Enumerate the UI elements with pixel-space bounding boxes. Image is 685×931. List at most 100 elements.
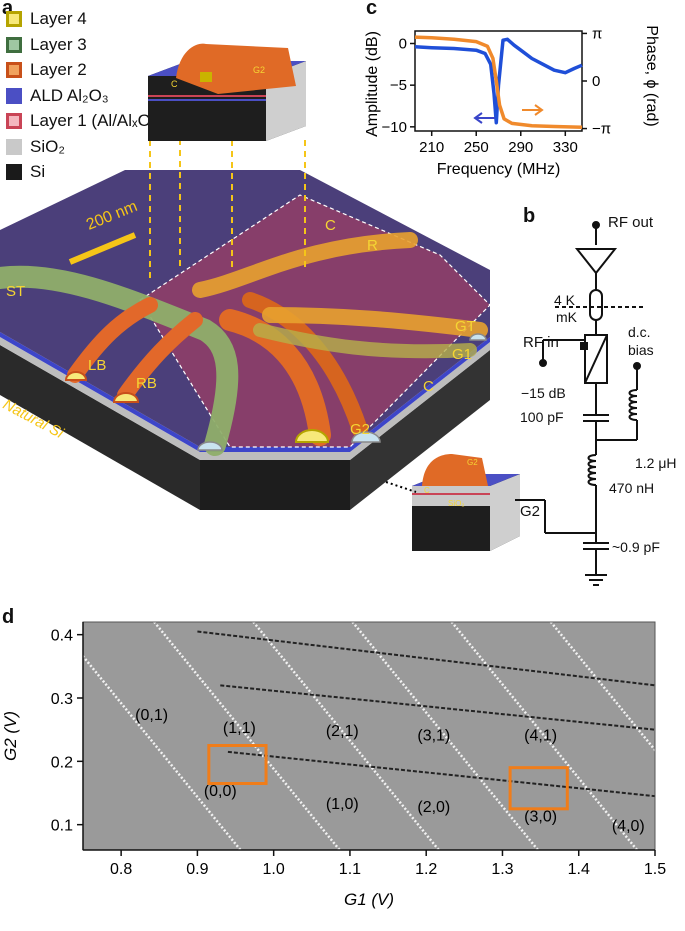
legend-label: Layer 2 (30, 60, 87, 79)
label-gt: GT (455, 318, 476, 335)
legend-swatch (6, 164, 22, 180)
charge-state-label: (2,1) (326, 723, 359, 740)
amplitude-line (414, 37, 583, 125)
x-axis-label: G1 (V) (344, 890, 394, 909)
transition-line-white (152, 622, 342, 850)
device-slab-front-face (200, 460, 350, 510)
charge-state-label: (2,0) (417, 799, 450, 816)
label-r: R (367, 237, 378, 254)
panel-d-letter: d (2, 606, 15, 628)
y-tick-label: 0.4 (51, 628, 73, 645)
circuit-inductor2-label: 470 nH (609, 480, 655, 496)
legend-label: SiO₂ (30, 136, 65, 156)
y2-axis-label: Phase, ϕ (rad) (643, 25, 660, 126)
bottom-inset-block (412, 454, 520, 551)
charge-state-label: (3,0) (524, 809, 557, 826)
transition-line-white (83, 654, 243, 850)
circuit-mk-label: mK (556, 309, 577, 325)
x-tick-label: 1.0 (263, 861, 285, 878)
charge-state-label: (0,1) (135, 707, 168, 724)
label-lb: LB (88, 357, 107, 374)
x-tick-label: 1.3 (491, 861, 513, 878)
x-axis-label: Frequency (MHz) (437, 161, 561, 178)
highlight-box (508, 766, 569, 811)
phase-line (414, 35, 583, 129)
g1-gate (253, 323, 477, 359)
charge-state-label: (1,1) (223, 720, 256, 737)
y2-tick-label: 0 (592, 73, 600, 90)
circuit-dc-label-2: bias (628, 342, 654, 358)
y2-tick-label: −π (592, 121, 611, 138)
phase-axis-arrow (522, 104, 544, 116)
gt-gate (262, 307, 488, 338)
legend-swatch (6, 11, 22, 27)
rb-gate (117, 312, 203, 403)
x-tick-label: 1.4 (568, 861, 590, 878)
label-g1: G1 (452, 346, 473, 363)
label-rb: RB (136, 375, 157, 392)
label-c-top: C (325, 217, 336, 234)
legend-label: Layer 4 (30, 9, 87, 28)
legend-label: Layer 3 (30, 34, 87, 54)
top-inset-label-c: C (171, 79, 178, 89)
panel-c-letter: c (366, 0, 378, 19)
circuit-cap1-label: 100 pF (520, 409, 564, 425)
circuit-attenuator-label: −15 dB (521, 385, 566, 401)
charge-state-label: (3,1) (417, 727, 450, 744)
y-axis-label: Amplitude (dB) (364, 31, 381, 137)
label-c-bottom: C (423, 378, 434, 395)
x-tick-label: 250 (464, 139, 489, 156)
panel-b-letter: b (523, 205, 536, 227)
legend-item: Layer 1 (Al/AlₓOₓ) (6, 110, 162, 132)
x-tick-label: 0.9 (186, 861, 208, 878)
x-tick-label: 1.2 (415, 861, 437, 878)
charge-state-label: (1,0) (326, 796, 359, 813)
y-tick-label: −10 (382, 119, 407, 136)
circuit-gate-label: G2 (520, 503, 541, 520)
bottom-inset-label-sio2: SiO₂ (448, 499, 465, 508)
legend-label: ALD Al₂O₃ (30, 85, 109, 105)
device-slab-left-face (0, 345, 200, 510)
x-tick-label: 1.5 (644, 861, 666, 878)
legend-item: SiO₂ (6, 136, 65, 158)
circuit-rf-in-label: RF in (523, 334, 559, 351)
legend-item: Layer 3 (6, 34, 87, 56)
y-tick-label: 0.2 (51, 754, 73, 771)
charge-state-label: (4,1) (524, 727, 557, 744)
circuit-cap2-label: ~0.9 pF (612, 539, 660, 555)
stability-map-lines (83, 622, 655, 850)
x-tick-label: 210 (419, 139, 444, 156)
amplitude-axis-arrow (473, 112, 495, 124)
circuit-dc-label-1: d.c. (628, 324, 651, 340)
highlight-box (207, 744, 268, 785)
legend-swatch (6, 138, 22, 155)
lb-gate (67, 297, 158, 383)
y-tick-label: 0.1 (51, 818, 73, 835)
label-g2: G2 (350, 421, 371, 438)
g2-gate (219, 309, 331, 446)
label-st: ST (6, 283, 26, 300)
bottom-inset-label-c: C (424, 486, 430, 495)
charge-state-label: (4,0) (612, 818, 645, 835)
legend-swatch (6, 87, 22, 104)
r-gate (192, 232, 418, 298)
y-axis-label: G2 (V) (1, 711, 20, 761)
transition-line-dark (227, 750, 655, 798)
legend-item: Si (6, 161, 45, 183)
circuit-diagram (515, 221, 645, 586)
charge-state-label: (0,0) (204, 783, 237, 800)
legend-item: ALD Al₂O₃ (6, 85, 109, 107)
legend-item: Layer 4 (6, 8, 87, 30)
transition-line-dark (197, 630, 655, 687)
y-tick-label: 0.3 (51, 691, 73, 708)
device-illustration (0, 95, 491, 510)
device-slab-right-face (350, 350, 490, 510)
legend-swatch (6, 36, 22, 53)
stability-map-background (83, 622, 655, 850)
transition-line-white (450, 622, 639, 850)
y-tick-label: 0 (399, 36, 407, 53)
legend-label: Si (30, 162, 46, 181)
circuit-4k-label: 4 K (554, 292, 576, 308)
